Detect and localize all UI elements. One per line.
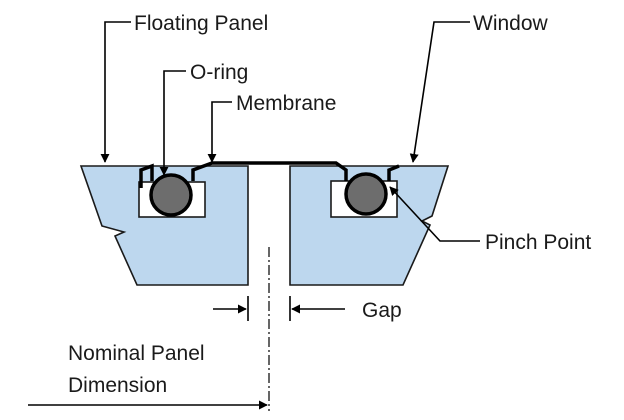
left-o-ring bbox=[149, 173, 193, 217]
window-shape bbox=[289, 165, 450, 286]
membrane-line bbox=[139, 161, 400, 188]
window-leader bbox=[409, 21, 470, 163]
right-o-ring bbox=[344, 172, 388, 216]
membrane-label: Membrane bbox=[236, 92, 336, 115]
floating-panel-leader bbox=[100, 21, 131, 163]
floating-panel-label: Floating Panel bbox=[134, 12, 268, 35]
pinch-point-leader bbox=[389, 186, 480, 242]
window-label: Window bbox=[473, 12, 549, 35]
dimension-label: Dimension bbox=[68, 374, 167, 397]
gap-label: Gap bbox=[362, 299, 402, 322]
floating-panel-shape bbox=[79, 165, 249, 286]
o-ring-label: O-ring bbox=[190, 61, 248, 84]
membrane-leader bbox=[207, 101, 232, 163]
o-ring-leader bbox=[159, 70, 186, 176]
pinch-point-label: Pinch Point bbox=[485, 231, 591, 254]
nominal-panel-label: Nominal Panel bbox=[68, 342, 205, 365]
